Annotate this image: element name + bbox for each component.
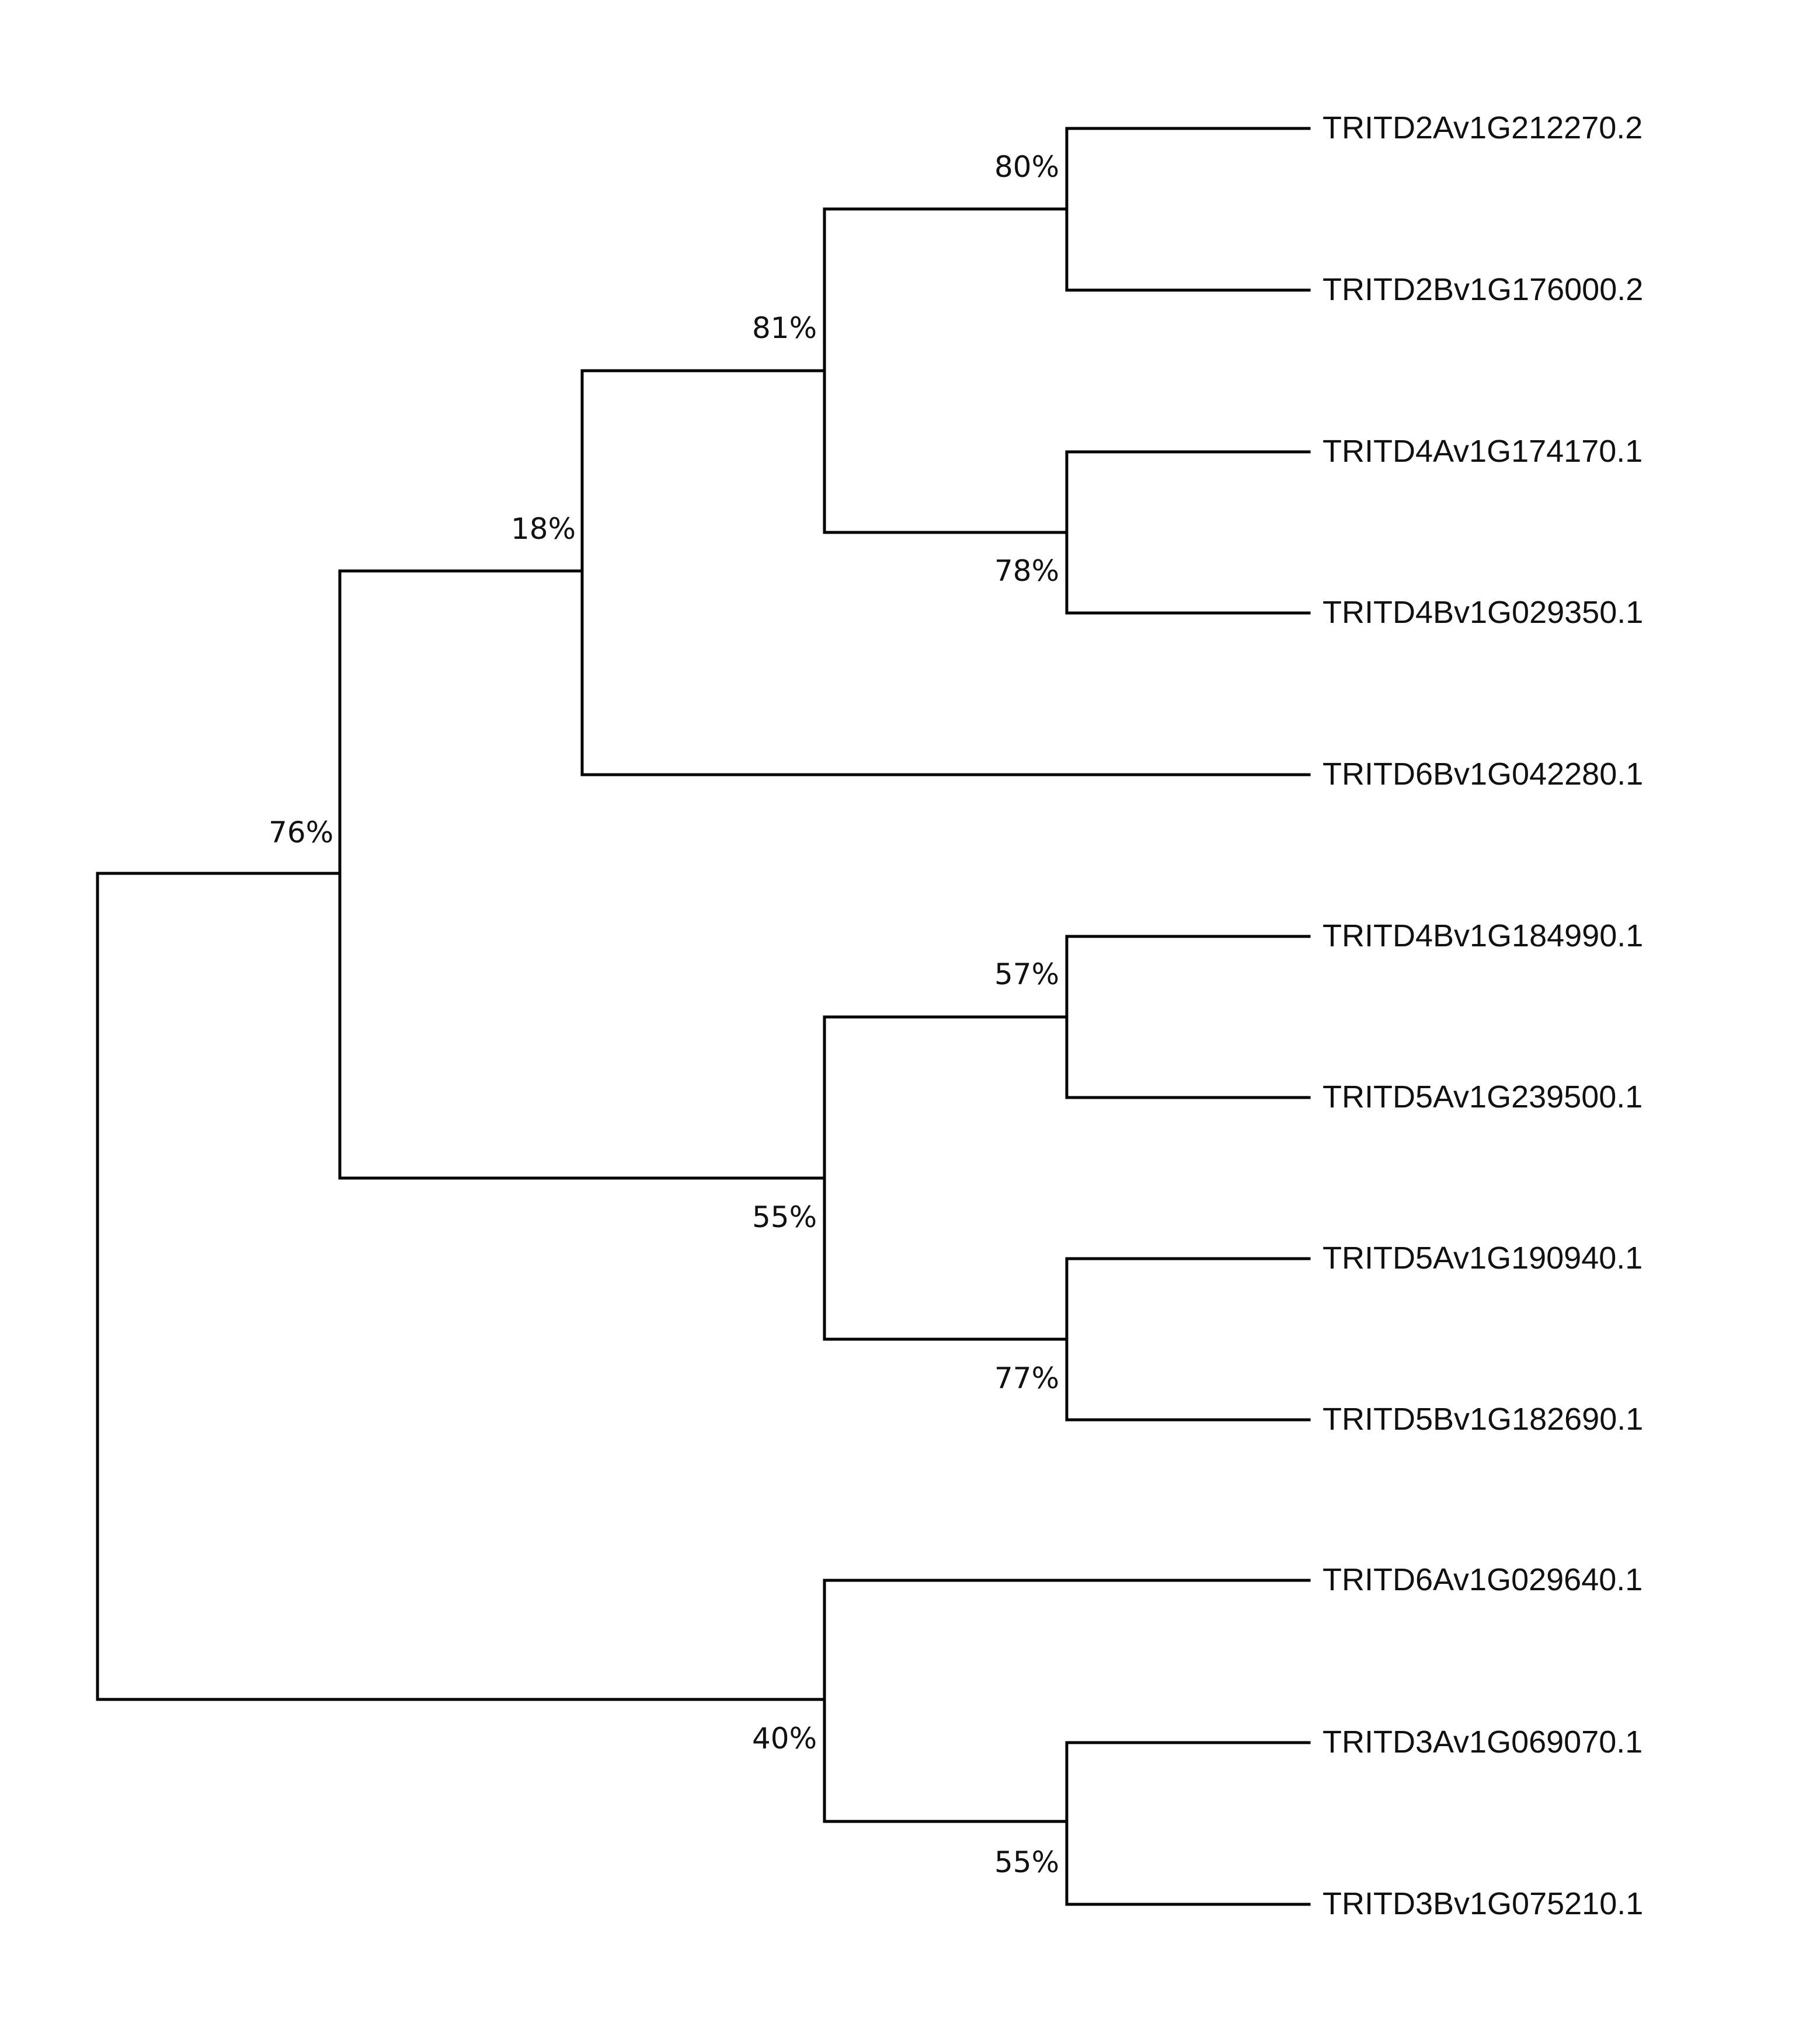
support-label-40: 40% <box>752 1722 817 1755</box>
branch-node-40 <box>823 1579 1311 1823</box>
branch-node-77 <box>1065 1257 1311 1422</box>
support-label-76: 76% <box>269 816 333 849</box>
branch-node-18 <box>580 369 1311 776</box>
leaf-label: TRITD6Bv1G042280.1 <box>1323 757 1643 792</box>
leaf-label: TRITD2Bv1G176000.2 <box>1323 272 1643 307</box>
leaf-label: TRITD3Bv1G075210.1 <box>1323 1886 1643 1921</box>
branch-upper-clade <box>338 569 826 1180</box>
leaf-label: TRITD3Av1G069070.1 <box>1323 1725 1642 1760</box>
leaf-label: TRITD4Bv1G184990.1 <box>1323 918 1643 953</box>
support-label-55-bottom: 55% <box>994 1845 1059 1879</box>
branch-node-55-bottom <box>1065 1741 1311 1906</box>
support-label-57: 57% <box>994 957 1059 991</box>
branch-node-78 <box>1065 450 1311 615</box>
leaf-label: TRITD2Av1G212270.2 <box>1323 110 1642 145</box>
leaf-label: TRITD4Av1G174170.1 <box>1323 434 1642 469</box>
support-label-78: 78% <box>994 554 1059 588</box>
support-label-81: 81% <box>752 311 817 345</box>
leaf-label: TRITD4Bv1G029350.1 <box>1323 595 1643 630</box>
support-label-77: 77% <box>994 1361 1059 1395</box>
branch-node-81 <box>823 207 1069 534</box>
leaf-label: TRITD5Av1G190940.1 <box>1323 1241 1642 1276</box>
branch-root <box>96 872 826 1701</box>
support-label-18: 18% <box>511 512 576 546</box>
support-label-80: 80% <box>994 150 1059 184</box>
leaf-label: TRITD6Av1G029640.1 <box>1323 1562 1642 1597</box>
branch-node-57 <box>1065 935 1311 1099</box>
support-label-55-middle: 55% <box>752 1200 817 1234</box>
leaf-label: TRITD5Bv1G182690.1 <box>1323 1402 1643 1437</box>
branch-node-80 <box>1065 127 1311 292</box>
branch-node-55-middle <box>823 1015 1069 1341</box>
leaf-label: TRITD5Av1G239500.1 <box>1323 1079 1642 1114</box>
